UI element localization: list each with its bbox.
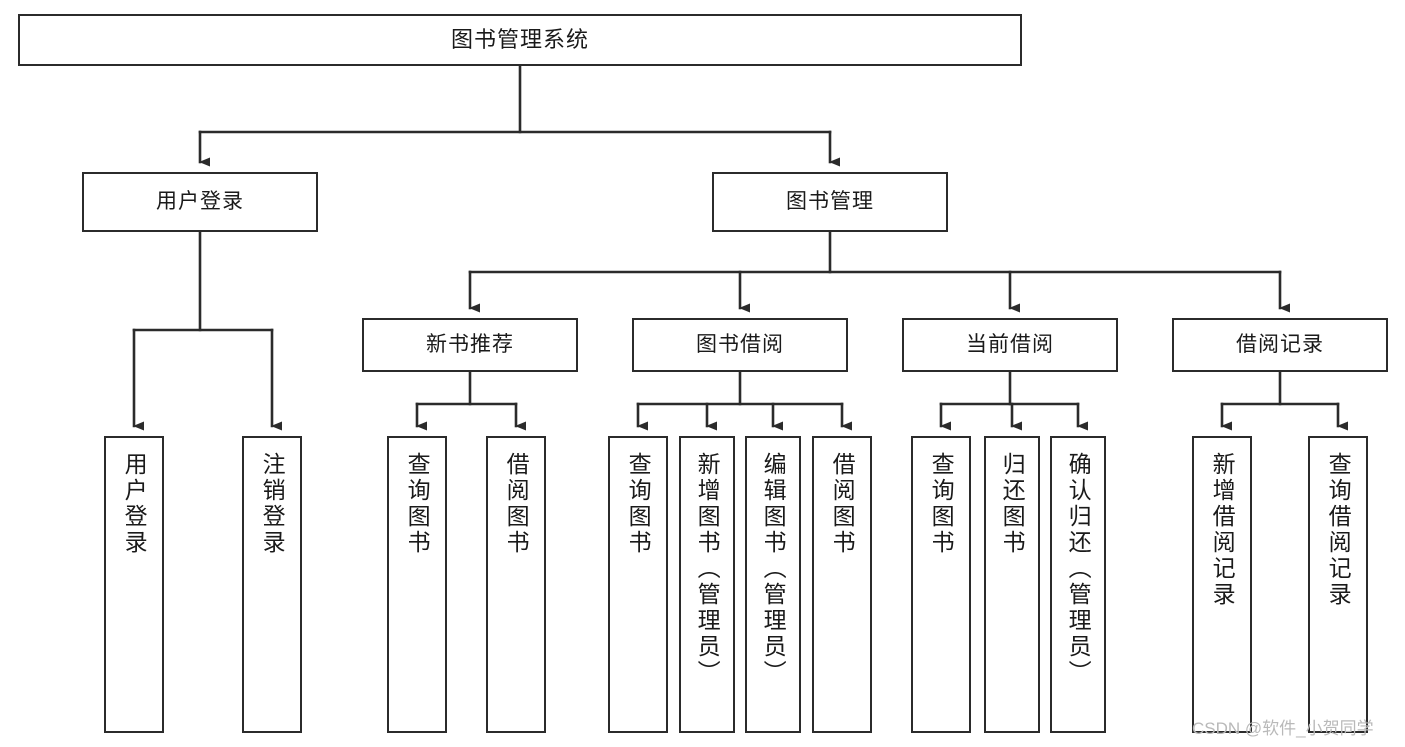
leaf-logout-login-label: 注销登录 bbox=[259, 452, 286, 556]
node-borrow-record-label: 借阅记录 bbox=[1236, 332, 1324, 356]
node-current-borrow-label: 当前借阅 bbox=[966, 332, 1054, 356]
leaf-query-book-a[interactable]: 查询图书 bbox=[387, 436, 447, 733]
leaf-borrow-book-a-label: 借阅图书 bbox=[503, 452, 530, 556]
node-new-book-recommend-label: 新书推荐 bbox=[426, 332, 514, 356]
leaf-borrow-book-b[interactable]: 借阅图书 bbox=[812, 436, 872, 733]
leaf-query-record-label: 查询借阅记录 bbox=[1325, 452, 1352, 608]
node-new-book-recommend[interactable]: 新书推荐 bbox=[362, 318, 578, 372]
leaf-borrow-book-a[interactable]: 借阅图书 bbox=[486, 436, 546, 733]
node-book-manage-label: 图书管理 bbox=[786, 189, 874, 213]
leaf-borrow-book-b-label: 借阅图书 bbox=[829, 452, 856, 556]
node-book-manage[interactable]: 图书管理 bbox=[712, 172, 948, 232]
node-borrow-record[interactable]: 借阅记录 bbox=[1172, 318, 1388, 372]
leaf-add-book[interactable]: 新增图书（管理员） bbox=[679, 436, 735, 733]
leaf-user-login[interactable]: 用户登录 bbox=[104, 436, 164, 733]
leaf-query-book-b-label: 查询图书 bbox=[625, 452, 652, 556]
leaf-query-book-c[interactable]: 查询图书 bbox=[911, 436, 971, 733]
leaf-user-login-label: 用户登录 bbox=[121, 452, 148, 556]
leaf-query-book-c-label: 查询图书 bbox=[928, 452, 955, 556]
leaf-add-book-label: 新增图书（管理员） bbox=[694, 452, 721, 686]
leaf-confirm-return[interactable]: 确认归还（管理员） bbox=[1050, 436, 1106, 733]
node-book-borrow-label: 图书借阅 bbox=[696, 332, 784, 356]
leaf-return-book-label: 归还图书 bbox=[999, 452, 1026, 556]
leaf-edit-book[interactable]: 编辑图书（管理员） bbox=[745, 436, 801, 733]
leaf-confirm-return-label: 确认归还（管理员） bbox=[1065, 452, 1092, 686]
leaf-add-record[interactable]: 新增借阅记录 bbox=[1192, 436, 1252, 733]
leaf-return-book[interactable]: 归还图书 bbox=[984, 436, 1040, 733]
node-user-login-label: 用户登录 bbox=[156, 189, 244, 213]
node-root-system[interactable]: 图书管理系统 bbox=[18, 14, 1022, 66]
leaf-logout-login[interactable]: 注销登录 bbox=[242, 436, 302, 733]
node-user-login[interactable]: 用户登录 bbox=[82, 172, 318, 232]
leaf-query-book-a-label: 查询图书 bbox=[404, 452, 431, 556]
leaf-edit-book-label: 编辑图书（管理员） bbox=[760, 452, 787, 686]
leaf-add-record-label: 新增借阅记录 bbox=[1209, 452, 1236, 608]
leaf-query-book-b[interactable]: 查询图书 bbox=[608, 436, 668, 733]
node-current-borrow[interactable]: 当前借阅 bbox=[902, 318, 1118, 372]
leaf-query-record[interactable]: 查询借阅记录 bbox=[1308, 436, 1368, 733]
node-root-system-label: 图书管理系统 bbox=[450, 27, 589, 53]
csdn-watermark: CSDN @软件_小贺同学 bbox=[1192, 719, 1374, 738]
node-book-borrow[interactable]: 图书借阅 bbox=[632, 318, 848, 372]
